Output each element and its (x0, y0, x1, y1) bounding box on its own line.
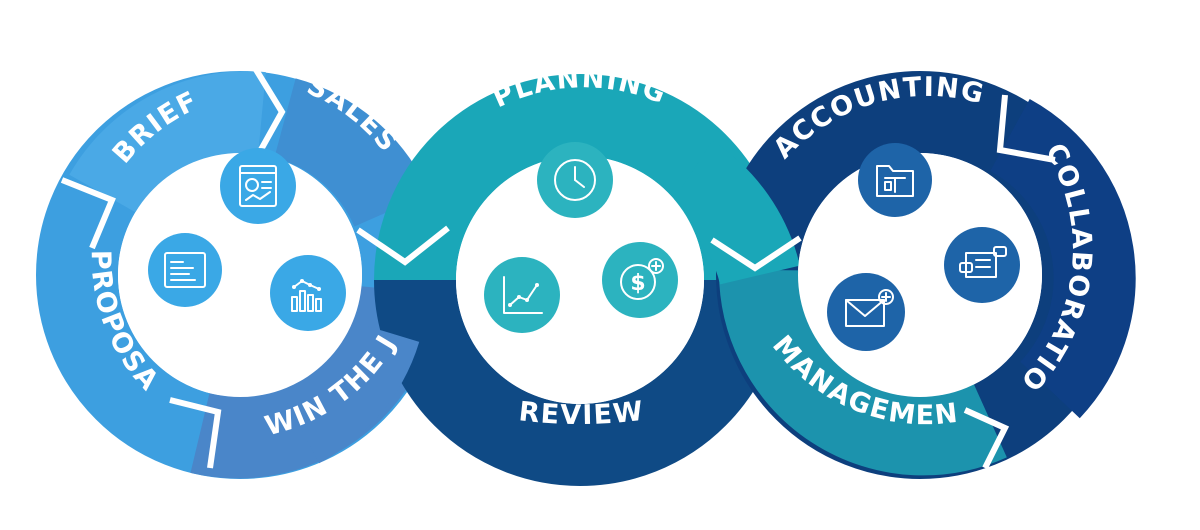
label-review: REVIEW (517, 396, 646, 431)
ring3-arrow-1 (996, 94, 1056, 163)
chat-board-icon (944, 227, 1020, 303)
list-document-icon (148, 233, 222, 307)
ring1-arrow-1 (252, 66, 286, 157)
ring2-bottom-segment (374, 279, 786, 486)
ring1-arrow-2 (60, 177, 116, 250)
ring-crossing-arrow-1 (356, 225, 450, 266)
ring1-arrow-3 (169, 397, 222, 469)
folder-plan-icon (858, 143, 932, 217)
dollar-add-icon: $ (602, 242, 678, 318)
line-chart-icon (484, 257, 560, 333)
ring1-sales-segment (273, 78, 430, 228)
bar-chart-icon (270, 255, 346, 331)
mail-add-icon (827, 273, 905, 351)
ring-crossing-arrow-2 (710, 235, 802, 272)
svg-text:$: $ (630, 271, 645, 296)
ring2-overlap (666, 140, 800, 286)
ring1-brief-segment (69, 71, 266, 217)
web-report-icon (220, 148, 296, 224)
clock-icon (537, 142, 613, 218)
ring2-center (456, 156, 704, 404)
ring1-center (118, 153, 362, 397)
ring1-win-overlap (279, 317, 420, 464)
ring3-arrow-2 (963, 407, 1010, 470)
ring3-management-segment (718, 269, 1007, 476)
